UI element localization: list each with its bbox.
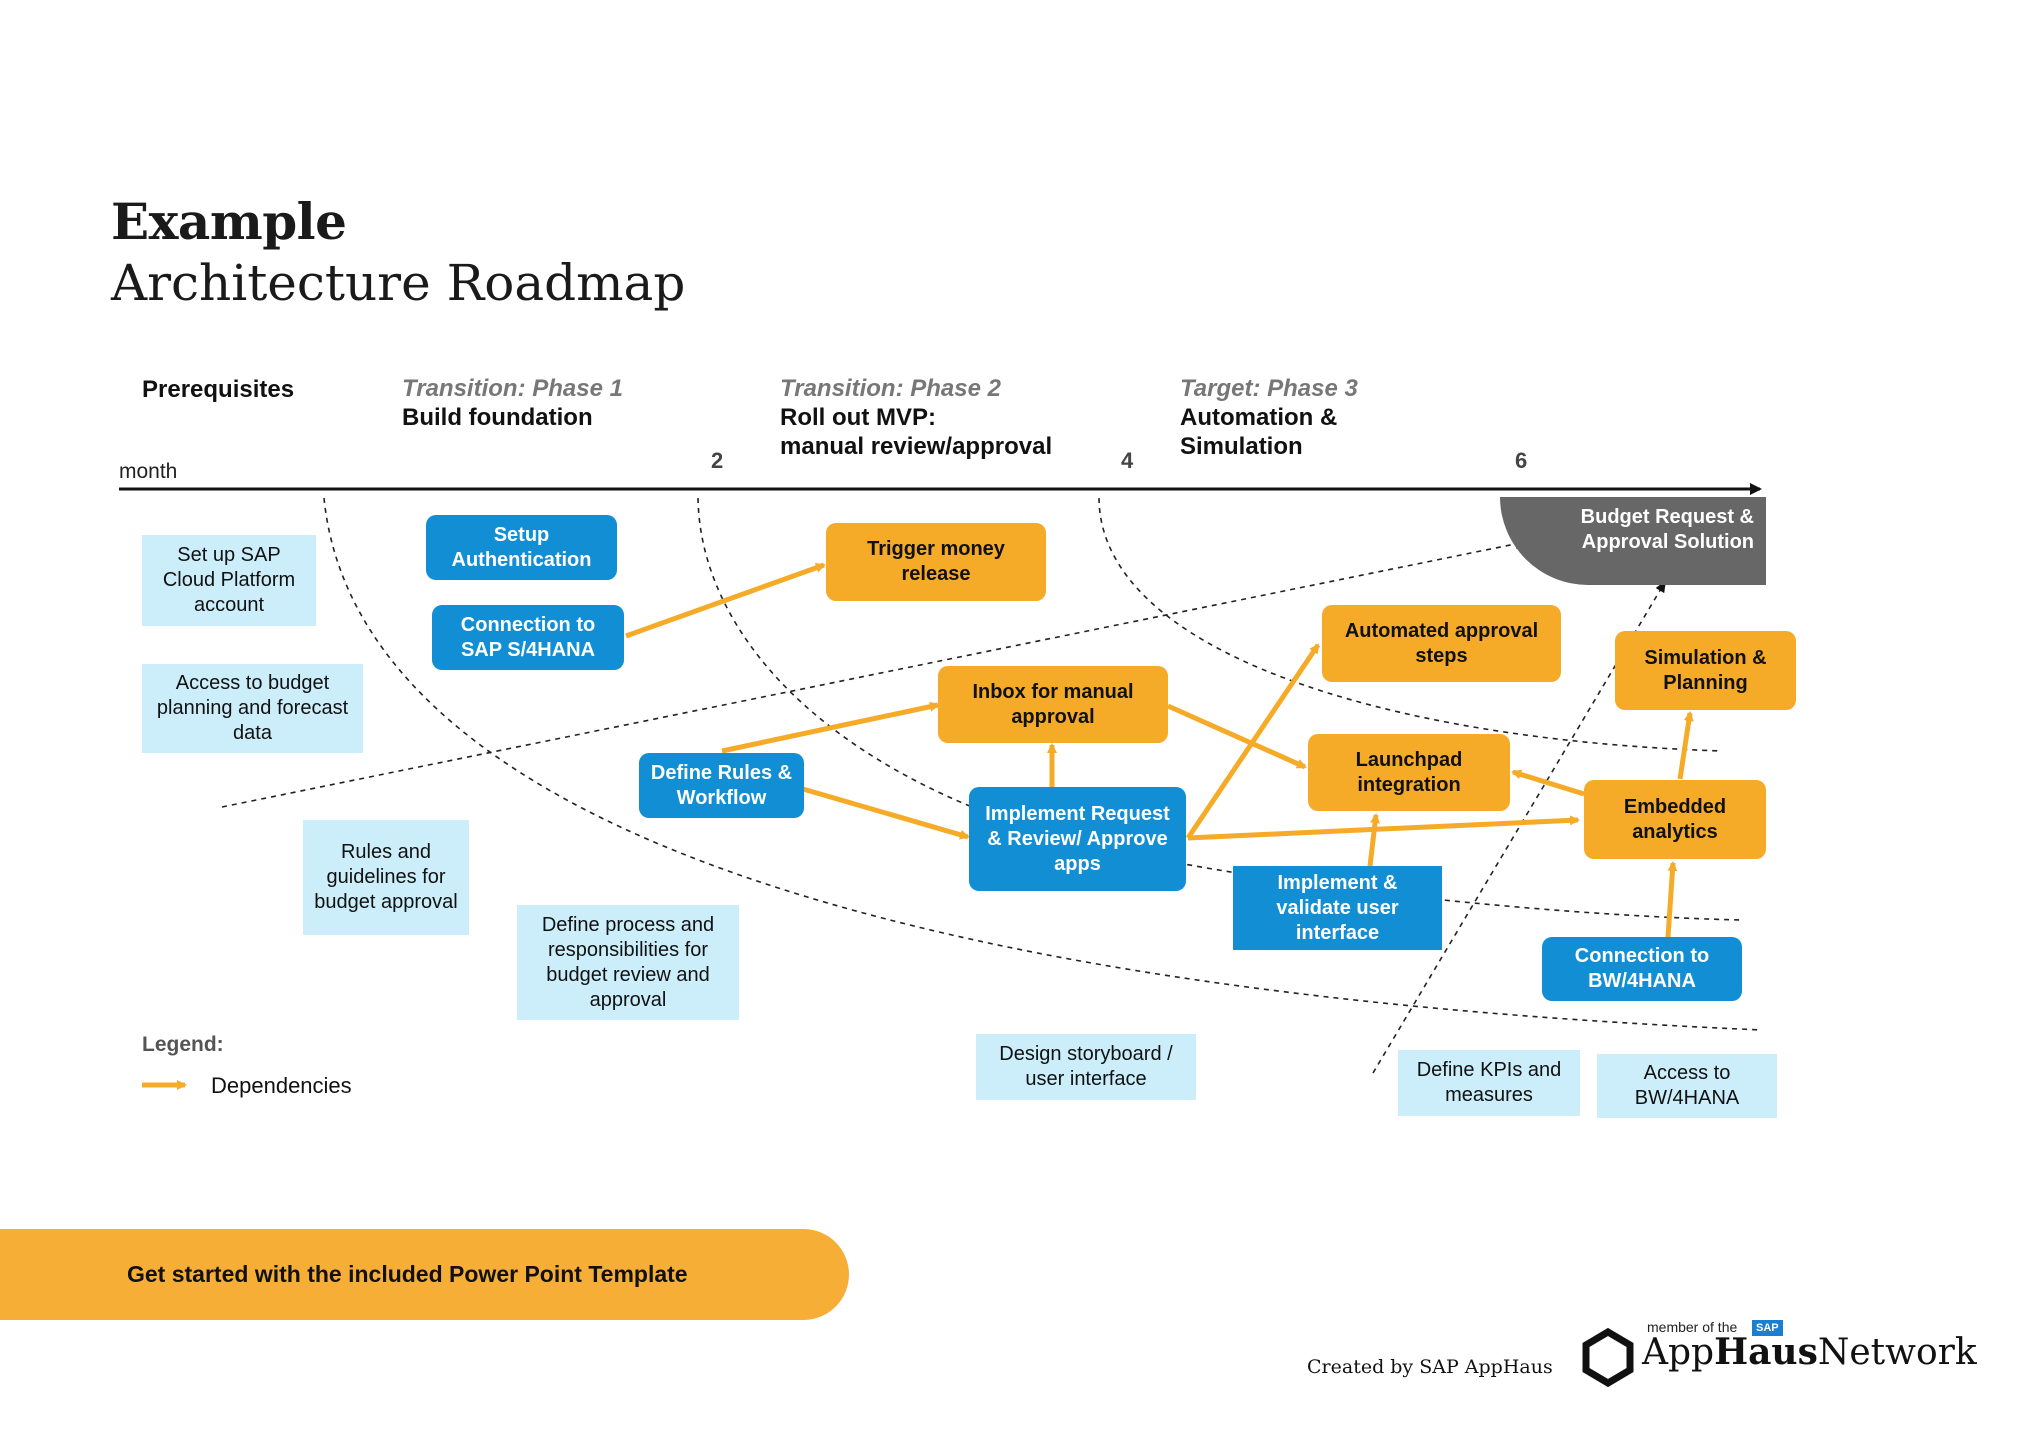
brand-network: Network [1817, 1332, 1977, 1373]
created-by: Created by SAP AppHaus [1307, 1356, 1553, 1378]
phase-3-label-2: Simulation [1180, 433, 1303, 460]
brand-app: App [1642, 1332, 1715, 1373]
node-access-bw: Access to BW/4HANA [1597, 1054, 1777, 1118]
phase-1-name: Transition: Phase 1 [402, 375, 623, 402]
node-design-storyboard: Design storyboard / user interface [976, 1034, 1196, 1100]
phase-boundary-3 [1098, 497, 1723, 752]
arrow-implement-to-automated [1185, 643, 1321, 840]
apphaus-network-logo: AppHausNetwork [1642, 1331, 1977, 1373]
member-of-label: member of the [1647, 1319, 1738, 1335]
node-conn-bw: Connection to BW/4HANA [1542, 937, 1742, 1001]
node-define-kpis: Define KPIs and measures [1398, 1050, 1580, 1116]
phase-3-name: Target: Phase 3 [1180, 375, 1358, 402]
arrow-validate-to-launchpad [1367, 813, 1381, 867]
tick-4: 4 [1121, 448, 1134, 473]
phase-2-label-2: manual review/approval [780, 433, 1053, 460]
budget-solution-target: Budget Request & Approval Solution [1500, 497, 1766, 585]
node-inbox-manual: Inbox for manual approval [938, 666, 1168, 743]
phase-2-name: Transition: Phase 2 [780, 375, 1001, 402]
phase-prerequisites: Prerequisites [142, 375, 294, 404]
phase-1-label: Build foundation [402, 404, 593, 431]
phase-boundary-1 [323, 497, 1763, 1031]
axis-label-month: month [119, 460, 178, 483]
arrow-inbox-to-launchpad [1166, 703, 1307, 770]
tick-2: 2 [711, 448, 724, 473]
node-define-rules: Define Rules & Workflow [639, 753, 804, 818]
dashed-line-long [221, 539, 1527, 808]
cta-button[interactable]: Get started with the included Power Poin… [0, 1229, 849, 1320]
node-launchpad: Launchpad integration [1308, 734, 1510, 811]
node-trigger-money: Trigger money release [826, 523, 1046, 601]
arrow-bw-to-embedded [1665, 861, 1678, 938]
phase-2-label: Roll out MVP: [780, 404, 936, 431]
arrow-implement-to-embedded [1187, 815, 1580, 841]
arrow-s4-to-trigger [625, 562, 826, 639]
page-title: Example [111, 192, 347, 251]
page-subtitle: Architecture Roadmap [111, 254, 686, 312]
phase-1: Transition: Phase 1 Build foundation [402, 374, 623, 432]
node-implement-validate: Implement & validate user interface [1233, 866, 1442, 950]
phase-3-label: Automation & [1180, 404, 1338, 431]
node-define-process: Define process and responsibilities for … [517, 905, 739, 1020]
legend-dependencies: Dependencies [211, 1073, 352, 1098]
node-conn-s4: Connection to SAP S/4HANA [432, 605, 624, 670]
arrow-embedded-to-launchpad [1511, 769, 1585, 797]
brand-haus: Haus [1714, 1331, 1818, 1373]
node-embedded: Embedded analytics [1584, 780, 1766, 859]
node-setup-scp: Set up SAP Cloud Platform account [142, 535, 316, 626]
phase-2: Transition: Phase 2 Roll out MVP: manual… [780, 374, 1052, 461]
node-setup-auth: Setup Authentication [426, 515, 617, 580]
cta-label: Get started with the included Power Poin… [127, 1261, 688, 1287]
phase-prerequisites-label: Prerequisites [142, 376, 295, 403]
arrow-rules-to-inbox [721, 701, 940, 754]
node-access-budget: Access to budget planning and forecast d… [142, 664, 363, 753]
node-implement-request: Implement Request & Review/ Approve apps [969, 787, 1186, 891]
node-automated-approval: Automated approval steps [1322, 605, 1561, 682]
node-simulation: Simulation & Planning [1615, 631, 1796, 710]
arrow-embedded-to-simulation [1677, 711, 1694, 780]
node-rules-guidelines: Rules and guidelines for budget approval [303, 820, 469, 935]
tick-6: 6 [1515, 448, 1528, 473]
arrow-rules-to-implement [802, 786, 970, 840]
sap-logo: SAP [1752, 1320, 1783, 1336]
legend-title: Legend: [142, 1033, 224, 1056]
phase-3: Target: Phase 3 Automation & Simulation [1180, 374, 1358, 461]
